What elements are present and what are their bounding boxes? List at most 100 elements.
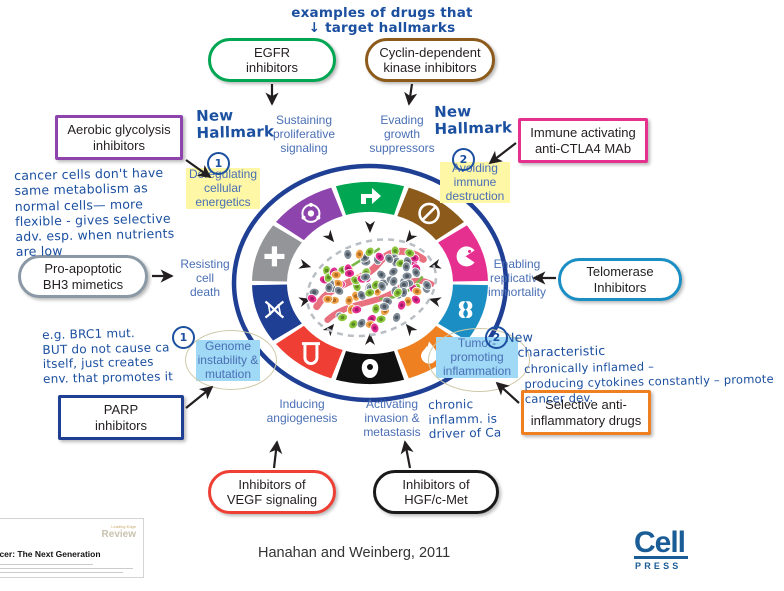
tumour-cell: [375, 314, 387, 324]
tumour-cell: [411, 267, 421, 278]
handwriting-metabolism-note: cancer cells don't have same metabolism …: [14, 164, 175, 260]
tumour-cell: [379, 302, 390, 312]
tumour-cell: [376, 269, 387, 280]
handwriting-inflammation-note: chronically inflamed – producing cytokin…: [524, 359, 774, 406]
tumour-cell: [404, 248, 415, 258]
tumour-cell: [333, 286, 345, 296]
arrow-parp: [185, 385, 214, 409]
wheel-inward-arrow: [365, 333, 375, 345]
genome-ellipse: [185, 330, 277, 390]
arrow-aerobic: [185, 159, 212, 179]
thumb-line-3: [0, 572, 123, 573]
tumour-cell: [322, 294, 334, 304]
wheel-inward-arrow: [428, 297, 442, 307]
tumour-cell: [364, 246, 375, 257]
wheel-inward-arrow: [405, 323, 418, 337]
wheel-inward-arrow: [428, 259, 442, 269]
inflammation-ellipse: [428, 328, 530, 392]
wheel-inward-arrow: [405, 229, 418, 243]
tumour-cell: [330, 270, 342, 280]
wheel-segment-angiogenesis: [276, 325, 343, 379]
marker-2-bottom-right: 2: [485, 326, 508, 349]
tumour-cell: [389, 276, 399, 287]
no-entry-icon: [418, 202, 440, 225]
marker-1-left: 1: [207, 152, 230, 175]
cell-logo-bar: [634, 556, 688, 559]
wheel-segment-evading: [397, 187, 464, 241]
citation-text: Hanahan and Weinberg, 2011: [258, 545, 451, 561]
thumb-section: Review: [101, 529, 136, 540]
tumour-cell: [390, 245, 400, 257]
pacman-cell-icon: [456, 246, 475, 267]
dna-icon: [264, 300, 285, 319]
tumour-cell: [401, 261, 411, 273]
tumour-cell: [374, 251, 385, 262]
tumour-cell: [337, 313, 348, 322]
paper-thumbnail: Leading Edge Review of Cancer: The Next …: [0, 518, 144, 578]
handwriting-new-characteristic: New characteristic: [505, 329, 606, 360]
arrow-antiinflam: [495, 381, 520, 404]
handwriting-top-note: examples of drugs that ↓ target hallmark…: [291, 5, 473, 36]
thumb-kicker: Leading Edge: [111, 524, 136, 529]
handwriting-new-hallmark-left: New Hallmark: [195, 106, 275, 142]
arrow-cdk: [404, 83, 418, 106]
infinity-icon: [458, 301, 473, 318]
handwriting-new-hallmark-right: New Hallmark: [433, 102, 513, 138]
handwriting-brca-note: e.g. BRC1 mut. BUT do not cause ca itsel…: [42, 326, 174, 386]
wheel-segment-sustaining: [335, 181, 405, 216]
tumour-cell: [392, 312, 402, 323]
wheel-inward-arrow: [298, 259, 312, 269]
tumour-cell: [324, 282, 334, 294]
wheel-arrow-group: [298, 221, 442, 345]
arrow-hgf: [400, 440, 414, 469]
tumour-cell: [354, 248, 364, 260]
cell-logo-word: Cell: [634, 526, 686, 559]
tumour-cell: [411, 294, 421, 305]
tumour-cell: [384, 253, 395, 264]
tumour-cell: [388, 266, 399, 277]
tumour-cell: [360, 272, 371, 282]
arrow-loop-icon: [361, 188, 381, 204]
cross-icon: [264, 246, 285, 267]
tumour-cell: [356, 318, 367, 329]
thumb-title: of Cancer: The Next Generation: [0, 549, 101, 559]
tumour-cell: [351, 305, 363, 315]
tumour-cell: [343, 249, 353, 260]
tumour-cell: [344, 295, 354, 306]
tumour-cell: [398, 280, 410, 290]
drug-box-anti-inflammatory[interactable]: Selective anti-inflammatory drugs: [521, 390, 651, 435]
wheel-inward-arrow: [365, 221, 375, 233]
wheel-inward-arrow: [322, 229, 335, 243]
tumour-cell: [370, 322, 380, 334]
tumour-cell: [411, 286, 423, 296]
tumour-cell: [344, 268, 355, 278]
tumour-illustration: [305, 238, 438, 338]
tumour-cell: [392, 287, 403, 298]
blood-vessel-icon: [301, 342, 320, 366]
cell-logo-press: PRESS: [635, 561, 682, 571]
tumour-cell: [371, 303, 381, 315]
tumour-cell: [377, 281, 387, 292]
tumour-cell: [422, 280, 432, 291]
tumour-cell: [306, 294, 318, 304]
thumb-line-2: [0, 568, 133, 569]
tumour-cell: [348, 319, 359, 330]
handwriting-chronic-note: chronic inflamm. is driver of Ca: [428, 397, 502, 442]
atom-icon: [301, 202, 321, 223]
arrow-vegf: [269, 440, 283, 469]
